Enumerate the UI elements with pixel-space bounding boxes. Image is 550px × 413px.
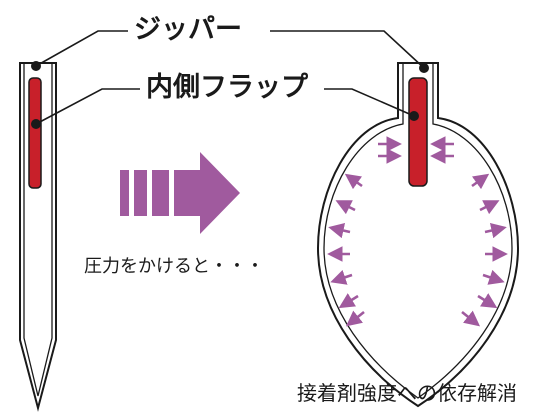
- flap-leader-right: [324, 88, 415, 117]
- flap-leader-left: [35, 88, 140, 125]
- result-caption: 接着剤強度への依存解消: [297, 381, 517, 405]
- leader-lines: [35, 30, 425, 125]
- inflated-flap-dot: [409, 111, 419, 121]
- inner-flap-label: 内側フラップ: [146, 72, 308, 103]
- zipper-leader-right: [270, 30, 425, 69]
- inflated-inner-flap: [408, 77, 428, 187]
- flat-pouch-outline: [19, 62, 57, 412]
- pressure-caption: 圧力をかけると・・・: [84, 256, 264, 277]
- inflated-pouch-inner-line: [323, 63, 513, 399]
- flat-inner-flap: [28, 77, 42, 189]
- pressure-arrows-icon: [327, 136, 508, 327]
- flat-pouch-inner-line: [23, 63, 53, 397]
- flat-pouch: [19, 61, 57, 412]
- zipper-label: ジッパー: [134, 14, 242, 45]
- inflated-pouch-outline: [316, 62, 520, 408]
- inflated-pouch: [316, 62, 520, 408]
- transition-arrow-icon: [120, 152, 240, 234]
- zipper-leader-left: [35, 30, 128, 67]
- inflated-zipper-dot: [419, 63, 429, 73]
